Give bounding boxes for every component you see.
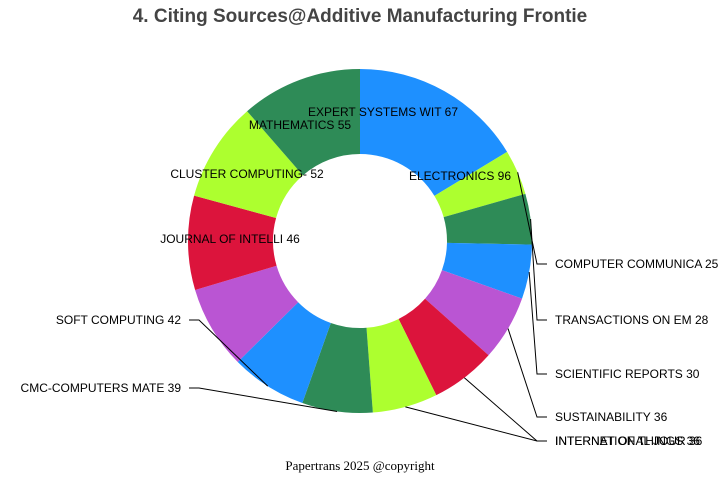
slice-label-sustainability: SUSTAINABILITY 36 xyxy=(555,410,668,424)
slice-label-mathematics: MATHEMATICS 55 xyxy=(249,118,352,132)
slice-label-cmc-computers-mate: CMC-COMPUTERS MATE 39 xyxy=(21,381,182,395)
leader-line-soft-computing xyxy=(189,319,269,387)
slice-label-internet-of-things: INTERNET OF THINGS 36 xyxy=(555,434,700,448)
leader-line-computer-communica xyxy=(517,172,547,265)
slice-scientific-reports xyxy=(441,242,532,299)
chart-title: 4. Citing Sources@Additive Manufacturing… xyxy=(132,6,588,27)
slices-layer xyxy=(188,69,532,413)
slice-label-expert-systems-wit: EXPERT SYSTEMS WIT 67 xyxy=(308,105,458,119)
slice-label-electronics: ELECTRONICS 96 xyxy=(409,169,511,183)
slice-journal-of-intelli xyxy=(195,265,299,362)
slice-soft-computing xyxy=(237,302,331,404)
leader-line-transactions-on-em xyxy=(530,218,547,321)
slice-sustainability xyxy=(425,270,523,356)
slice-label-international-jour: INTERNATIONAL JOUR 36 xyxy=(555,434,703,448)
slice-label-scientific-reports: SCIENTIFIC REPORTS 30 xyxy=(555,367,700,381)
slice-labels-layer: COMPUTER COMMUNICA 25 TRANSACTIONS ON EM … xyxy=(21,105,719,448)
slice-label-journal-of-intelli: JOURNAL OF INTELLI 46 xyxy=(160,232,300,246)
leader-lines-layer xyxy=(189,172,547,442)
slice-internet-of-things xyxy=(398,298,489,396)
slice-international-jour xyxy=(366,318,437,413)
slice-label-computer-communica: COMPUTER COMMUNICA 25 xyxy=(555,257,719,271)
slice-computer-communica xyxy=(434,151,526,218)
copyright-footer: Papertrans 2025 @copyright xyxy=(285,458,435,473)
slice-electronics xyxy=(360,69,508,196)
slice-mathematics xyxy=(194,111,303,219)
slice-label-cluster-computing: CLUSTER COMPUTING- 52 xyxy=(170,167,324,181)
leader-line-scientific-reports xyxy=(528,272,547,375)
slice-cluster-computing xyxy=(188,195,277,290)
leader-line-cmc-computers-mate xyxy=(189,387,338,412)
slice-label-transactions-on-em: TRANSACTIONS ON EM 28 xyxy=(555,313,709,327)
leader-line-international-jour xyxy=(405,406,547,442)
slice-expert-systems-wit xyxy=(247,69,360,176)
slice-transactions-on-em xyxy=(443,193,532,245)
slice-cmc-computers-mate xyxy=(302,322,373,413)
slice-label-soft-computing: SOFT COMPUTING 42 xyxy=(56,313,181,327)
leader-line-sustainability xyxy=(507,328,547,418)
